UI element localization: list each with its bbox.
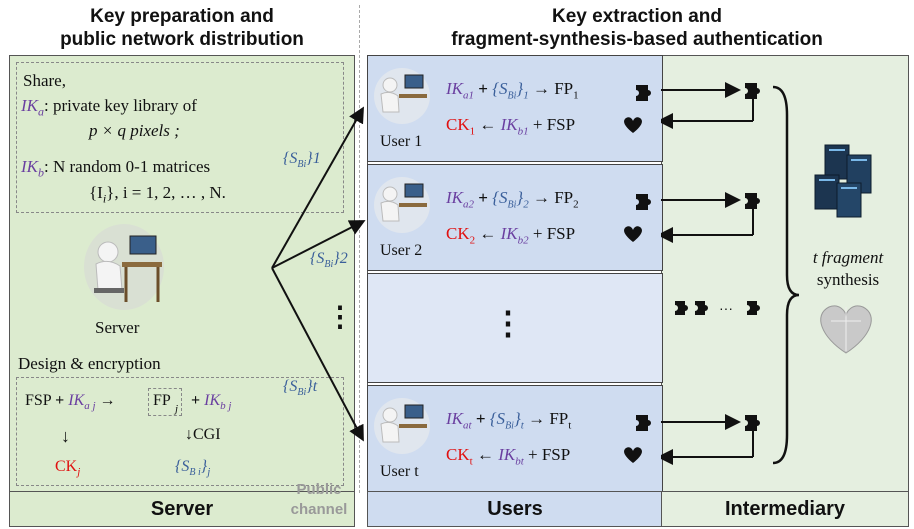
right-header-line2: fragment-synthesis-based authentication bbox=[451, 29, 823, 50]
arrow-right: → bbox=[99, 392, 116, 409]
server-label: Server bbox=[95, 318, 140, 337]
user-label: User 1 bbox=[380, 133, 423, 150]
channel-label-1: {SBi}1 bbox=[283, 150, 321, 170]
channel-s1: {S bbox=[283, 150, 298, 167]
heart-icon bbox=[624, 447, 642, 463]
left-header-line2: public network distribution bbox=[60, 29, 304, 50]
user-auth-line: CKt ← IKbt + FSP bbox=[446, 445, 571, 468]
user-extract-line: IKa2 + {SBi}2 → FP2 bbox=[446, 188, 579, 211]
ikb-sub: b bbox=[38, 165, 44, 180]
heart-icon bbox=[624, 226, 642, 242]
fsp-text: FSP bbox=[25, 392, 52, 409]
heart-icon bbox=[624, 117, 642, 133]
server-avatar bbox=[84, 224, 164, 310]
fragment-label-line2: synthesis bbox=[816, 270, 880, 289]
left-header-line1: Key preparation and bbox=[90, 6, 274, 27]
ika-desc1: : private key library of bbox=[44, 96, 197, 115]
sbj-line: {SB i}j bbox=[175, 458, 210, 478]
design-title: Design & encryption bbox=[18, 354, 161, 373]
users-ellipsis: ⋮ bbox=[492, 305, 524, 341]
encryption-equation: FSP + IKa j → bbox=[25, 392, 116, 412]
down-arrow-cgi: ↓CGI bbox=[185, 426, 221, 443]
ckj-text: CK bbox=[55, 458, 78, 475]
sbj-index: j bbox=[207, 466, 211, 479]
right-header-line1: Key extraction and bbox=[552, 6, 722, 27]
fp-sub: j bbox=[175, 403, 179, 415]
ikb-desc2-sub: i bbox=[102, 191, 107, 206]
puzzle-piece-icon bbox=[636, 194, 651, 210]
public-label-line2: channel bbox=[290, 501, 348, 518]
down-arrow-1: ↓ bbox=[61, 426, 70, 446]
user-extract-line: IKa1 + {SBi}1 → FP1 bbox=[446, 79, 579, 102]
plus-sign: + bbox=[55, 392, 65, 409]
puzzle-piece-icon bbox=[636, 85, 651, 101]
user-label: User 2 bbox=[380, 242, 423, 259]
ikbj-symbol: IK bbox=[204, 392, 221, 409]
ikbj-sub: b j bbox=[220, 400, 232, 413]
channel-st-sub: Bi bbox=[297, 387, 307, 399]
user-avatar bbox=[374, 398, 430, 454]
share-label: Share, bbox=[23, 71, 66, 90]
channel-ellipsis: ⋮ bbox=[326, 301, 354, 332]
channel-st-idx: }t bbox=[306, 378, 318, 395]
ikbj-term: + IKb j bbox=[191, 392, 231, 412]
ikb-desc2-rest: }, i = 1, 2, … , N. bbox=[106, 183, 226, 202]
plus-sign-2: + bbox=[191, 392, 201, 409]
ikb-symbol: IK bbox=[21, 157, 38, 176]
user-avatar bbox=[374, 177, 430, 233]
intermediary-graphics: ··· bbox=[661, 82, 872, 465]
channel-s1-idx: }1 bbox=[306, 150, 321, 167]
ikaj-symbol: IK bbox=[68, 392, 85, 409]
ika-sub: a bbox=[38, 104, 44, 119]
fp-box: FP j bbox=[148, 388, 182, 416]
svg-text:···: ··· bbox=[719, 300, 733, 316]
intermediary-footer: Intermediary bbox=[661, 491, 909, 527]
server-panel bbox=[9, 55, 355, 493]
fragment-synthesis-label: t fragment synthesis bbox=[798, 247, 898, 291]
user-avatar bbox=[374, 68, 430, 124]
channel-s2-idx: }2 bbox=[333, 250, 348, 267]
channel-s2: {S bbox=[310, 250, 325, 267]
user-label: User t bbox=[380, 463, 419, 480]
ika-desc2: p × q pixels ; bbox=[89, 121, 180, 140]
right-header: Key extraction and fragment-synthesis-ba… bbox=[367, 5, 907, 51]
ckj-sub: j bbox=[77, 466, 81, 479]
public-channel-label: Public channel bbox=[284, 480, 354, 520]
ckj-line: CKj bbox=[55, 458, 80, 478]
channel-s2-sub: Bi bbox=[324, 259, 334, 271]
ikb-desc1: : N random 0-1 matrices bbox=[44, 157, 211, 176]
user-extract-line: IKat + {SBi}t → FPt bbox=[446, 409, 572, 432]
channel-label-t: {SBi}t bbox=[283, 378, 317, 398]
ikb-desc2: {I bbox=[89, 183, 103, 202]
puzzle-piece-icon bbox=[636, 415, 651, 431]
sbj-sub: B i bbox=[189, 467, 201, 479]
channel-st: {S bbox=[283, 378, 298, 395]
user-auth-line: CK2 ← IKb2 + FSP bbox=[446, 224, 576, 247]
ika-line: IKa: private key library of bbox=[21, 96, 197, 119]
sbj-open: {S bbox=[175, 458, 190, 475]
ikb-desc2-line: {Ii}, i = 1, 2, … , N. bbox=[89, 183, 226, 206]
sbj-close: } bbox=[200, 458, 208, 475]
ika-symbol: IK bbox=[21, 96, 38, 115]
user-box-ellipsis bbox=[367, 273, 663, 383]
ikb-line: IKb: N random 0-1 matrices bbox=[21, 157, 210, 180]
channel-arrows bbox=[271, 106, 366, 442]
users-footer: Users bbox=[367, 491, 663, 527]
server-footer: Server bbox=[9, 491, 355, 527]
channel-label-2: {SBi}2 bbox=[310, 250, 348, 270]
key-library-box: Share, IKa: private key library of p × q… bbox=[16, 62, 344, 213]
fp-text: FP bbox=[153, 392, 171, 409]
channel-s1-sub: Bi bbox=[297, 159, 307, 171]
left-header: Key preparation and public network distr… bbox=[10, 5, 354, 51]
column-separator bbox=[359, 5, 360, 493]
fragment-label-line1: t fragment bbox=[812, 248, 884, 267]
intermediary-panel bbox=[661, 55, 909, 493]
public-label-line1: Public bbox=[296, 481, 342, 498]
ikaj-sub: a j bbox=[84, 400, 96, 413]
user-auth-line: CK1 ← IKb1 + FSP bbox=[446, 115, 576, 138]
